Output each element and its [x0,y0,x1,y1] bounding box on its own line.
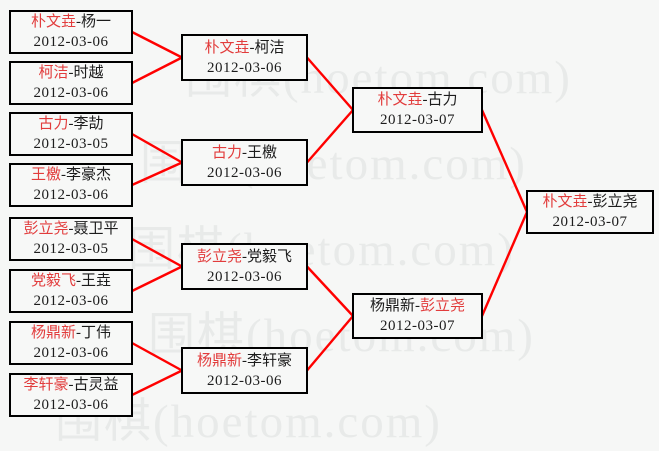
player-name: 彭立尧 [23,221,69,237]
player-name: 杨一 [81,14,112,30]
player-name: 彭立尧 [196,248,242,265]
match-date: 2012-03-06 [207,268,282,285]
match-date: 2012-03-06 [33,293,109,309]
player-name: 李劼 [73,116,104,132]
match-players: 杨鼎新-丁伟 [31,323,111,343]
player-name: 朴文垚 [542,194,588,210]
separator: - [415,298,420,314]
match-players: 柯洁-时越 [38,63,103,83]
player-name: 彭立尧 [420,298,466,314]
match-box-semifinal-2: 杨鼎新-彭立尧 2012-03-07 [352,293,483,339]
match-players: 王檄-李豪杰 [31,165,111,185]
player-name: 王垚 [81,273,112,289]
match-box-round1-1: 朴文垚-杨一 2012-03-06 [9,10,133,54]
separator: - [68,221,74,237]
match-box-round1-6: 党毅飞-王垚 2012-03-06 [9,269,133,313]
player-name: 李轩豪 [247,352,293,369]
player-name: 古灵益 [73,377,119,393]
player-name: 柯洁 [254,39,285,56]
separator: - [76,325,81,341]
separator: - [242,248,247,265]
player-name: 王檄 [30,167,61,183]
match-players: 古力-王檄 [212,143,277,163]
separator: - [68,377,74,393]
match-box-round1-3: 古力-李劼 2012-03-05 [9,112,133,156]
match-date: 2012-03-06 [207,164,282,181]
player-name: 李轩豪 [23,377,69,393]
player-name: 朴文垚 [30,14,76,30]
separator: - [61,167,66,183]
match-date: 2012-03-06 [33,345,109,361]
player-name: 杨鼎新 [30,325,76,341]
player-name: 杨鼎新 [196,352,242,369]
match-date: 2012-03-05 [33,136,109,152]
player-name: 古力 [211,144,242,161]
player-name: 杨鼎新 [369,298,415,314]
match-players: 党毅飞-王垚 [31,271,111,291]
match-players: 彭立尧-党毅飞 [197,247,292,267]
match-date: 2012-03-06 [33,397,109,413]
player-name: 古力 [427,92,458,108]
player-name: 朴文垚 [204,39,250,56]
player-name: 古力 [38,116,69,132]
match-box-round1-5: 彭立尧-聂卫平 2012-03-05 [9,217,133,261]
separator: - [422,92,428,108]
separator: - [242,352,247,369]
match-box-round1-4: 王檄-李豪杰 2012-03-06 [9,163,133,207]
match-date: 2012-03-07 [380,112,455,128]
bracket-connector-lines [131,30,529,397]
match-date: 2012-03-05 [33,241,109,257]
match-date: 2012-03-07 [380,318,455,334]
match-box-round2-2: 古力-王檄 2012-03-06 [181,139,308,186]
match-players: 朴文垚-彭立尧 [542,192,637,212]
match-box-round1-7: 杨鼎新-丁伟 2012-03-06 [9,321,133,365]
match-players: 彭立尧-聂卫平 [23,219,118,239]
match-players: 杨鼎新-李轩豪 [197,351,292,371]
match-players: 古力-李劼 [38,114,103,134]
match-box-semifinal-1: 朴文垚-古力 2012-03-07 [352,87,483,133]
match-box-final: 朴文垚-彭立尧 2012-03-07 [526,190,654,234]
match-box-round2-4: 杨鼎新-李轩豪 2012-03-06 [181,347,308,394]
match-date: 2012-03-06 [33,85,109,101]
match-players: 李轩豪-古灵益 [23,375,118,395]
player-name: 党毅飞 [247,248,293,265]
match-date: 2012-03-06 [207,59,282,76]
player-name: 柯洁 [38,65,69,81]
match-date: 2012-03-07 [552,214,628,230]
match-players: 杨鼎新-彭立尧 [370,296,465,316]
separator: - [242,144,247,161]
separator: - [76,273,81,289]
player-name: 时越 [73,65,104,81]
player-name: 朴文垚 [377,92,423,108]
match-box-round2-1: 朴文垚-柯洁 2012-03-06 [181,34,308,81]
player-name: 聂卫平 [73,221,119,237]
separator: - [76,14,81,30]
match-date: 2012-03-06 [33,34,109,50]
separator: - [68,65,74,81]
player-name: 王檄 [247,144,278,161]
player-name: 丁伟 [81,325,112,341]
match-box-round1-8: 李轩豪-古灵益 2012-03-06 [9,373,133,417]
separator: - [68,116,74,132]
player-name: 党毅飞 [30,273,76,289]
match-box-round2-3: 彭立尧-党毅飞 2012-03-06 [181,243,308,290]
separator: - [587,194,593,210]
player-name: 李豪杰 [66,167,112,183]
match-box-round1-2: 柯洁-时越 2012-03-06 [9,61,133,105]
match-players: 朴文垚-古力 [377,90,457,110]
player-name: 彭立尧 [592,194,638,210]
match-players: 朴文垚-柯洁 [204,38,284,58]
tournament-bracket-page: { "watermark": { "text": "围棋(hoetom.com)… [9,10,654,448]
match-date: 2012-03-06 [33,187,109,203]
match-players: 朴文垚-杨一 [31,12,111,32]
separator: - [249,39,255,56]
match-date: 2012-03-06 [207,372,282,389]
